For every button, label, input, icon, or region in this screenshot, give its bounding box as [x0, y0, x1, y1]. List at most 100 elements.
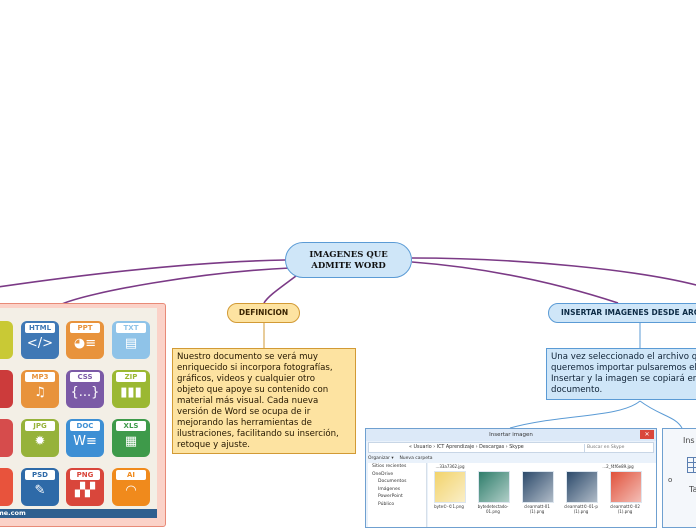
partial-icon	[0, 370, 13, 408]
file-type-psd-icon: PSD ✎	[21, 468, 59, 506]
text-lines-icon: ▤	[112, 335, 150, 353]
definicion-line: ilustraciones, facilitando su inserción,	[177, 429, 351, 440]
definicion-topic[interactable]: DEFINICION	[227, 303, 300, 323]
dialog-address-bar: « Usuario › ICT Aprendizaje › Descargas …	[368, 442, 654, 453]
insertar-line: documento.	[551, 385, 696, 396]
file-label: ...2_f4f6e89.jpg	[600, 464, 636, 469]
code-icon: </>	[21, 335, 59, 353]
dialog2-row-label: Ta	[689, 485, 696, 494]
file-label: bytedetectado-01.png	[475, 504, 511, 514]
icon-footer-bar: me.com	[0, 509, 157, 518]
file-type-ppt-icon: PPT ◕≡	[66, 321, 104, 359]
file-type-label: MP3	[25, 372, 55, 382]
definicion-line: versión de Word se ocupa de ir	[177, 407, 351, 418]
insertar-topic[interactable]: INSERTAR IMAGENES DESDE ARCHIVO	[548, 303, 696, 323]
nav-item: OneDrive	[368, 471, 426, 479]
file-type-ai-icon: AI ◠	[112, 468, 150, 506]
file-type-label: XLS	[116, 421, 146, 431]
file-type-mp3-icon: MP3 ♫	[21, 370, 59, 408]
dialog-breadcrumb: « Usuario › ICT Aprendizaje › Descargas …	[409, 443, 524, 453]
file-type-label: TXT	[116, 323, 146, 333]
insertar-line: Insertar y la imagen se copiará en nuest…	[551, 374, 696, 385]
definicion-line: objeto que apoye su contenido con	[177, 385, 351, 396]
nav-item: Documentos	[368, 478, 426, 486]
new-folder-button: Nueva carpeta	[399, 456, 432, 461]
footer-site-text: me.com	[0, 509, 26, 518]
file-label: clearmatt©-02 (1).png	[607, 504, 643, 514]
dialog-file-pane: ...33a7362.jpg ...2_f4f6e89.jpg byte©-©1.p…	[428, 463, 656, 528]
dialog2-side-char: o	[668, 476, 672, 484]
root-title-line2: ADMITE WORD	[286, 261, 411, 272]
nav-item: PowerPoint	[368, 493, 426, 501]
file-type-label: AI	[116, 470, 146, 480]
insertar-line: Una vez seleccionado el archivo que	[551, 352, 696, 363]
link-root-to-insertar	[412, 262, 618, 303]
file-label: clearmatt©-01-p (1).png	[563, 504, 599, 514]
word-document-icon: W≡	[66, 433, 104, 451]
partial-icon	[0, 321, 13, 359]
file-type-label: PPT	[70, 323, 100, 333]
link-root-to-icons	[0, 260, 285, 287]
file-thumbnail	[434, 471, 466, 503]
definicion-line: gráficos, videos y cualquier otro	[177, 374, 351, 385]
file-icons-grid: HTML</>PPT◕≡TXT▤MP3♫CSS{...}ZIP▮▮▮JPG✹DO…	[0, 308, 157, 518]
root-title-line1: IMAGENES QUE	[286, 250, 411, 261]
second-dialog-screenshot[interactable]: Ins o Ta	[662, 428, 696, 528]
file-type-txt-icon: TXT ▤	[112, 321, 150, 359]
file-thumbnail	[566, 471, 598, 503]
presentation-icon: ◕≡	[66, 335, 104, 353]
organize-menu: Organizar ▾	[368, 456, 394, 461]
dialog-title: Insertar imagen	[366, 429, 656, 441]
file-type-label: CSS	[70, 372, 100, 382]
nav-item: Sitios recientes	[368, 463, 426, 471]
definicion-line: Nuestro documento se verá muy	[177, 352, 351, 363]
definicion-line: enriquecido si incorpora fotografías,	[177, 363, 351, 374]
file-icons-image[interactable]: HTML</>PPT◕≡TXT▤MP3♫CSS{...}ZIP▮▮▮JPG✹DO…	[0, 303, 166, 527]
file-type-label: PNG	[70, 470, 100, 480]
insertar-text[interactable]: Una vez seleccionado el archivo que quer…	[546, 348, 696, 400]
file-thumbnail	[478, 471, 510, 503]
partial-icon	[0, 468, 13, 506]
file-label: clearmatt-01 (1).png	[519, 504, 555, 514]
link-insertar-to-shot1	[510, 401, 640, 428]
root-topic[interactable]: IMAGENES QUE ADMITE WORD	[285, 242, 412, 278]
close-icon: ✕	[640, 430, 654, 439]
link-root-to-definicion	[264, 276, 296, 303]
file-label: ...33a7362.jpg	[432, 464, 468, 469]
file-type-png-icon: PNG ▞▞	[66, 468, 104, 506]
image-sun-icon: ✹	[21, 433, 59, 451]
table-grid-icon	[687, 457, 696, 473]
nav-item: Público	[368, 501, 426, 509]
insertar-line: queremos importar pulsaremos el botón	[551, 363, 696, 374]
dialog2-tab: Ins	[683, 436, 695, 445]
dialog-toolbar: Organizar ▾ Nueva carpeta	[368, 455, 654, 463]
checker-icon: ▞▞	[66, 482, 104, 500]
file-thumbnail	[522, 471, 554, 503]
file-type-xls-icon: XLS ▦	[112, 419, 150, 457]
definicion-text[interactable]: Nuestro documento se verá muy enriquecid…	[172, 348, 356, 454]
vector-arc-icon: ◠	[112, 482, 150, 500]
file-type-label: JPG	[25, 421, 55, 431]
definicion-line: retoque y ajuste.	[177, 440, 351, 451]
file-type-label: DOC	[70, 421, 100, 431]
file-type-doc-icon: DOC W≡	[66, 419, 104, 457]
dialog-search-box: Buscar en Skype	[584, 444, 653, 452]
file-thumbnail	[610, 471, 642, 503]
file-type-jpg-icon: JPG ✹	[21, 419, 59, 457]
feather-icon: ✎	[21, 482, 59, 500]
file-type-css-icon: CSS {...}	[66, 370, 104, 408]
nav-item: Imágenes	[368, 486, 426, 494]
braces-icon: {...}	[66, 384, 104, 402]
definicion-line: mejorando las herramientas de	[177, 418, 351, 429]
link-root-to-right	[412, 258, 696, 286]
archive-icon: ▮▮▮	[112, 384, 150, 402]
file-type-label: PSD	[25, 470, 55, 480]
spreadsheet-icon: ▦	[112, 433, 150, 451]
insert-image-dialog-screenshot[interactable]: Insertar imagen ✕ « Usuario › ICT Aprend…	[365, 428, 657, 528]
partial-icon	[0, 419, 13, 457]
definicion-line: material más visual. Cada nueva	[177, 396, 351, 407]
music-note-icon: ♫	[21, 384, 59, 402]
file-type-label: HTML	[25, 323, 55, 333]
file-label: byte©-©1.png	[431, 504, 467, 509]
